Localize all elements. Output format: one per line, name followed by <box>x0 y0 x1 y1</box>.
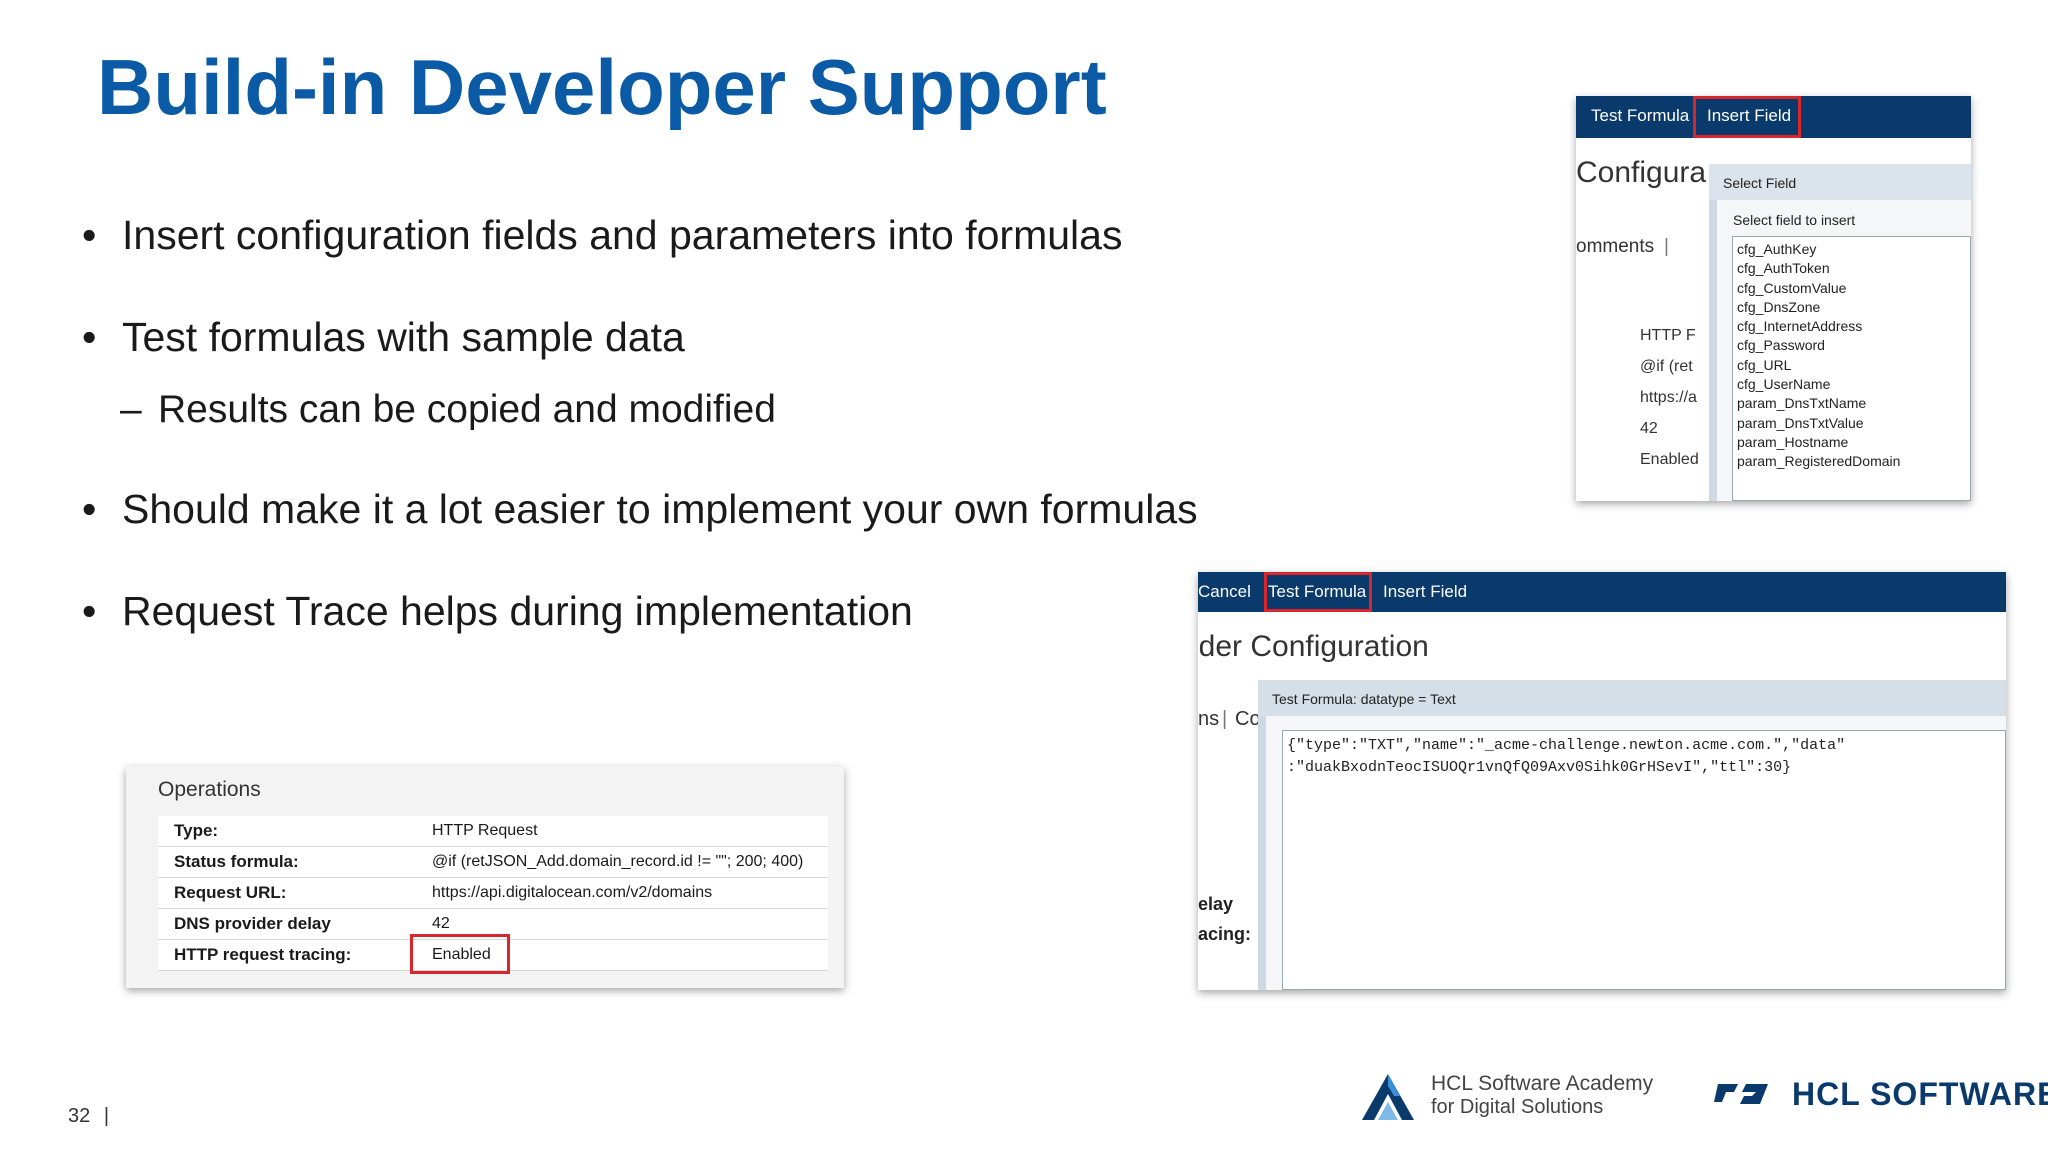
list-item[interactable]: param_DnsTxtName <box>1737 395 1867 412</box>
bullet-glyph: • <box>82 486 97 532</box>
row-value: https://api.digitalocean.com/v2/domains <box>432 884 713 901</box>
tab-test-formula[interactable]: Test Formula <box>1591 106 1690 125</box>
table-row: Request URL: https://api.digitalocean.co… <box>158 878 828 909</box>
list-item[interactable]: cfg_InternetAddress <box>1737 318 1863 335</box>
highlight-box <box>1693 96 1801 138</box>
bullet-1: • Insert configuration fields and paramet… <box>82 212 1122 259</box>
tab-divider: | <box>1664 236 1669 257</box>
result-textarea[interactable]: {"type":"TXT","name":"_acme-challenge.ne… <box>1282 730 2006 990</box>
toolbar: Test Formula Insert Field <box>1576 96 1971 138</box>
bg-row: Enabled <box>1640 451 1699 468</box>
result-line-1: {"type":"TXT","name":"_acme-challenge.ne… <box>1287 737 1846 754</box>
bullet-4: • Request Trace helps during implementati… <box>82 588 913 635</box>
academy-line-1: HCL Software Academy <box>1431 1072 1654 1095</box>
page-number-separator: | <box>103 1105 110 1127</box>
config-heading: Configura <box>1576 156 1707 189</box>
bullet-glyph: • <box>82 588 97 634</box>
dialog-body: {"type":"TXT","name":"_acme-challenge.ne… <box>1266 716 2006 990</box>
highlight-box <box>1264 572 1372 612</box>
test-formula-screenshot: Cancel Test Formula Insert Field ider Co… <box>1198 572 2006 990</box>
bullet-1-text: Insert configuration fields and paramete… <box>122 212 1123 258</box>
row-value: HTTP Request <box>432 822 538 839</box>
table-row: Status formula: @if (retJSON_Add.domain_… <box>158 847 828 878</box>
insert-field-screenshot: Test Formula Insert Field Configura omme… <box>1576 96 1971 501</box>
hcl-mark-icon <box>1714 1084 1768 1104</box>
bg-values: HTTP F @if (ret https://a 42 Enabled <box>1640 320 1699 475</box>
page-number: 32 | <box>68 1105 109 1128</box>
config-heading: ider Configuration <box>1198 630 1429 663</box>
table-row: Type: HTTP Request <box>158 816 828 847</box>
select-field-dialog: Select Field Select field to insert cfg_… <box>1709 164 1971 501</box>
field-listbox[interactable]: cfg_AuthKey cfg_AuthToken cfg_CustomValu… <box>1732 236 1971 501</box>
bg-row: https://a <box>1640 389 1697 406</box>
bullet-glyph: • <box>82 314 97 360</box>
bullet-3: • Should make it a lot easier to implemen… <box>82 486 1198 533</box>
bullet-4-text: Request Trace helps during implementatio… <box>122 588 913 634</box>
sub-bullet-glyph: – <box>120 388 142 431</box>
result-line-2: :"duakBxodnTeocISUOQr1vnQfQ09Axv0Sihk0Gr… <box>1287 759 1792 776</box>
academy-mountain-icon <box>1362 1074 1414 1120</box>
cancel-button[interactable]: Cancel <box>1198 582 1251 601</box>
row-key: Type: <box>174 821 219 840</box>
bg-row: HTTP F <box>1640 327 1696 344</box>
dialog-titlebar: Test Formula: datatype = Text <box>1258 680 2006 716</box>
list-item[interactable]: cfg_Password <box>1737 337 1825 354</box>
test-formula-dialog: Test Formula: datatype = Text {"type":"T… <box>1258 680 2006 990</box>
list-item[interactable]: cfg_URL <box>1737 356 1792 373</box>
bg-tab-1[interactable]: ns <box>1198 708 1220 730</box>
list-item[interactable]: param_RegisteredDomain <box>1737 453 1901 470</box>
list-item[interactable]: cfg_AuthToken <box>1737 260 1830 277</box>
bullet-glyph: • <box>82 212 97 258</box>
toolbar: Cancel Test Formula Insert Field <box>1198 572 2006 612</box>
bullet-3-text: Should make it a lot easier to implement… <box>122 486 1198 532</box>
operations-title: Operations <box>158 778 261 801</box>
slide-title: Build-in Developer Support <box>97 43 1107 131</box>
dialog-label: Select field to insert <box>1733 212 1856 228</box>
hcl-software-wordmark: HCL SOFTWARE <box>1792 1076 2048 1112</box>
row-key: DNS provider delay <box>174 914 331 933</box>
bg-row: @if (ret <box>1640 358 1693 375</box>
operations-screenshot: Operations Type: HTTP Request Status for… <box>126 766 844 988</box>
dialog-title: Test Formula: datatype = Text <box>1272 691 1456 707</box>
bullet-2-text: Test formulas with sample data <box>122 314 685 360</box>
tab-insert-field[interactable]: Insert Field <box>1707 106 1792 125</box>
bg-row: 42 <box>1640 420 1658 437</box>
page-number-value: 32 <box>68 1105 91 1127</box>
table-row: HTTP request tracing: Enabled <box>158 940 828 971</box>
sub-bullet: –Results can be copied and modified <box>120 388 776 432</box>
row-key: Status formula: <box>174 852 299 871</box>
tab-test-formula[interactable]: Test Formula <box>1268 582 1367 601</box>
list-item[interactable]: cfg_DnsZone <box>1737 298 1821 315</box>
hcl-software-logo: HCL SOFTWARE <box>1712 1074 2048 1119</box>
tab-insert-field[interactable]: Insert Field <box>1383 582 1468 601</box>
bg-label-1: elay <box>1198 894 1234 914</box>
dialog-title: Select Field <box>1723 175 1797 191</box>
bullet-2: • Test formulas with sample data <box>82 314 685 361</box>
list-item[interactable]: cfg_UserName <box>1737 376 1831 393</box>
bg-tab-2[interactable]: Co <box>1235 708 1261 730</box>
list-item[interactable]: param_DnsTxtValue <box>1737 414 1864 431</box>
highlight-box <box>410 934 510 974</box>
tab-divider: | <box>1222 708 1228 730</box>
academy-logo: HCL Software Academy for Digital Solutio… <box>1358 1068 1653 1129</box>
list-item[interactable]: cfg_AuthKey <box>1737 241 1817 257</box>
list-item[interactable]: param_Hostname <box>1737 433 1849 450</box>
academy-line-2: for Digital Solutions <box>1431 1096 1604 1118</box>
row-value: 42 <box>432 915 450 932</box>
row-value: Enabled <box>432 946 491 963</box>
bg-label-2: acing: <box>1198 924 1252 944</box>
dialog-titlebar: Select Field <box>1709 164 1971 200</box>
dialog-body: Select field to insert cfg_AuthKey cfg_A… <box>1717 200 1971 501</box>
comments-tab[interactable]: omments <box>1576 236 1655 257</box>
row-key: Request URL: <box>174 883 287 902</box>
row-value: @if (retJSON_Add.domain_record.id != "";… <box>432 853 804 870</box>
list-item[interactable]: cfg_CustomValue <box>1737 279 1847 296</box>
sub-bullet-text: Results can be copied and modified <box>158 388 776 431</box>
row-key: HTTP request tracing: <box>174 945 352 964</box>
